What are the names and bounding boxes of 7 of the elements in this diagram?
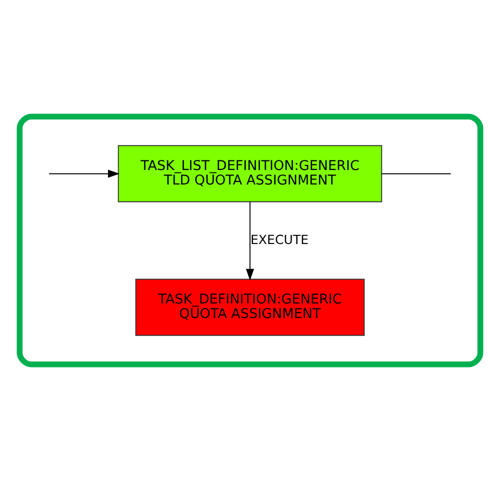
edge-label: EXECUTE bbox=[250, 232, 309, 247]
connector bbox=[381, 173, 452, 174]
node-box: TASK_LIST_DEFINITION:GENERIC TLD QUOTA ASSIGNMENT bbox=[118, 145, 382, 202]
node-box: TASK_DEFINITION:GENERIC QUOTA ASSIGNMENT bbox=[135, 278, 365, 336]
arrow bbox=[246, 201, 254, 281]
arrow bbox=[48, 170, 120, 178]
cluster bbox=[16, 114, 484, 368]
